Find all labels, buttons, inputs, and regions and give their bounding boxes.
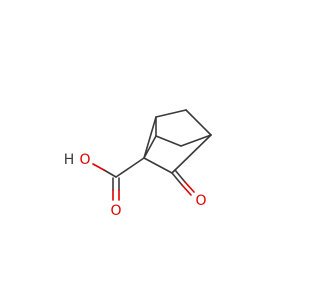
bond-c1-c5 xyxy=(143,135,157,159)
ketone-bond-carbon-b xyxy=(174,169,186,183)
skeleton-bonds xyxy=(143,109,212,174)
ketone-group: O xyxy=(171,169,207,209)
bond-c4-c2 xyxy=(171,134,212,174)
acid-c-to-oh-carbon-part xyxy=(103,169,117,178)
bond-c7-c4 xyxy=(185,109,212,136)
acid-c-to-oh-oxygen-part xyxy=(92,163,105,171)
molecule-drawing: O H O O xyxy=(64,109,212,219)
carboxylic-acid-group: H O O xyxy=(64,152,145,219)
ketone-oxygen-label: O xyxy=(195,193,206,209)
hydroxyl-oxygen-label: O xyxy=(79,152,90,168)
bond-c3-c4 xyxy=(180,134,212,147)
carbonyl-oxygen-label: O xyxy=(110,203,121,219)
hydroxyl-hydrogen-label: H xyxy=(64,152,75,168)
ketone-bond-carbon-a xyxy=(171,172,183,186)
structure-canvas: O H O O xyxy=(63,109,212,219)
bond-c5-c3 xyxy=(155,135,182,147)
bond-c6-c7 xyxy=(155,109,187,118)
acid-c1-to-carboxyl-c xyxy=(115,157,145,178)
ketone-bond-oxygen-a xyxy=(181,184,192,196)
bond-c1-c6 xyxy=(143,116,157,159)
bond-c1-c2 xyxy=(143,157,173,174)
ketone-bond-oxygen-b xyxy=(184,181,195,193)
